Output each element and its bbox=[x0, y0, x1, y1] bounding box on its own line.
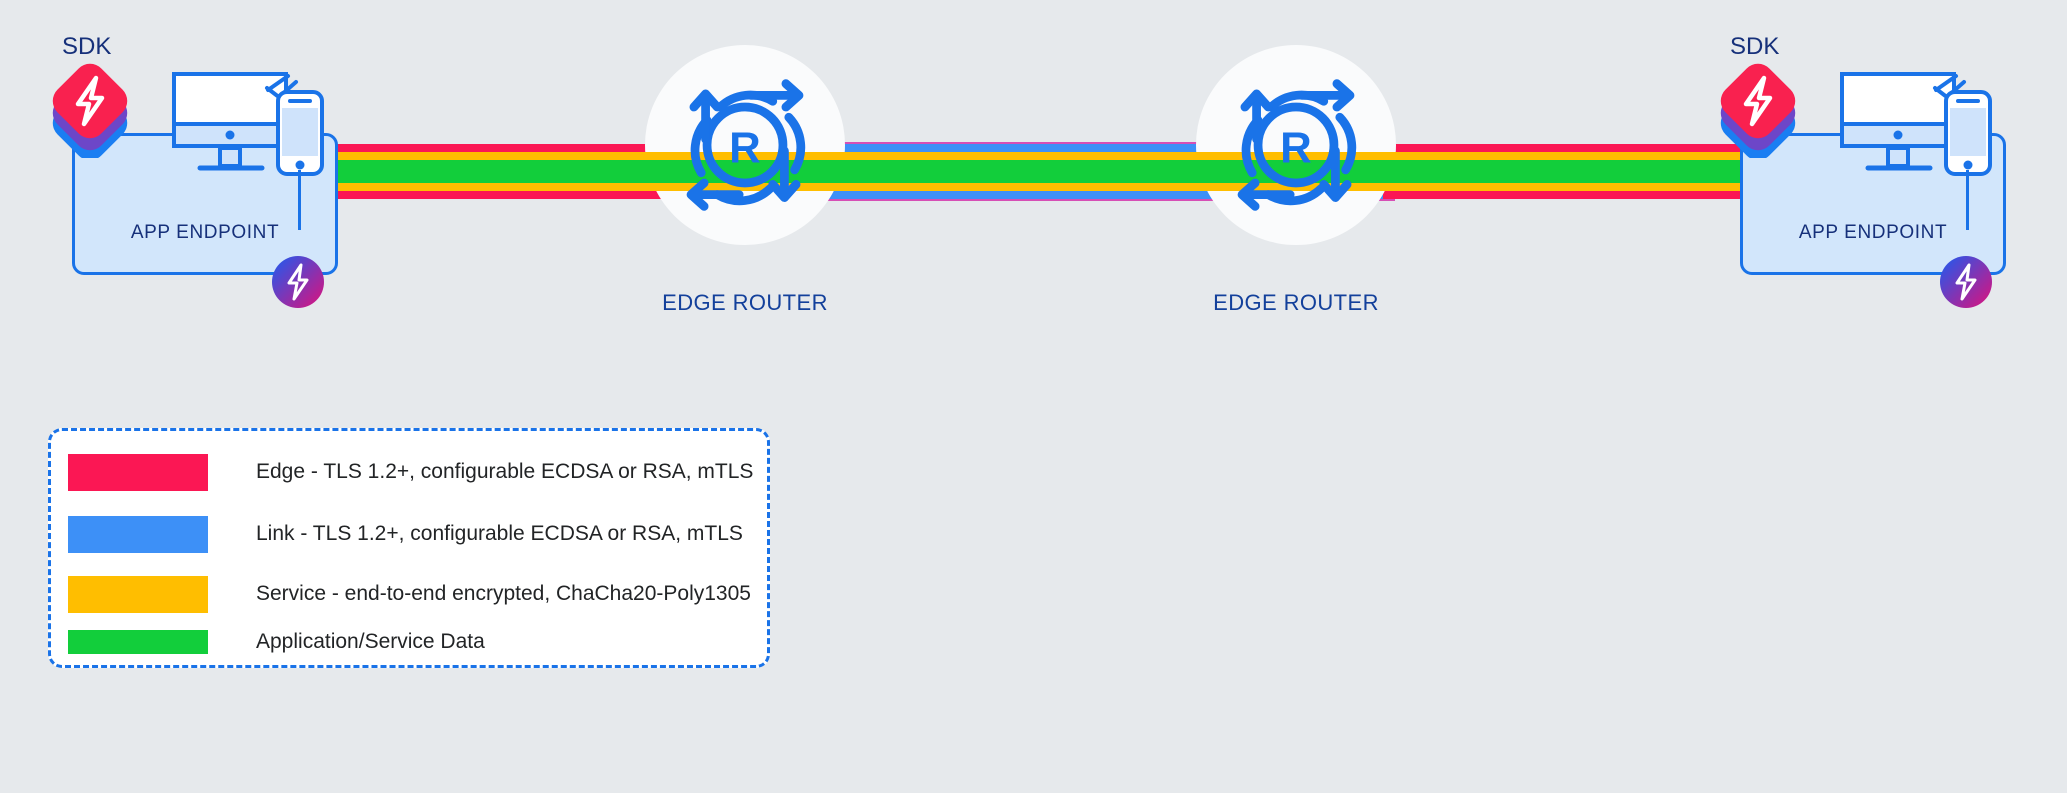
stripe-edge-bottom bbox=[258, 191, 688, 199]
stripe-service-bottom bbox=[1383, 183, 1815, 191]
stripe-service-top bbox=[1383, 152, 1815, 160]
stripe-service-top bbox=[258, 152, 688, 160]
stripe-data bbox=[1383, 160, 1815, 183]
legend-item-edge: Edge - TLS 1.2+, configurable ECDSA or R… bbox=[51, 449, 767, 495]
app-endpoint-label-right: APP ENDPOINT bbox=[1798, 222, 1948, 243]
sdk-badge-right bbox=[1940, 256, 1992, 308]
lightning-bolt-icon bbox=[1955, 263, 1977, 301]
lightning-bolt-icon bbox=[75, 75, 105, 127]
legend-label-application: Application/Service Data bbox=[256, 630, 485, 653]
link-swatch bbox=[68, 515, 208, 553]
legend-panel: Edge - TLS 1.2+, configurable ECDSA or R… bbox=[48, 428, 770, 668]
stripe-edge-bottom bbox=[1383, 191, 1815, 199]
endpoint-connector-right bbox=[1966, 170, 1969, 230]
stripe-service-top bbox=[676, 152, 1395, 160]
stripe-service-bottom bbox=[676, 183, 1395, 191]
svg-text:R: R bbox=[1280, 124, 1312, 173]
endpoint-connector-left bbox=[298, 170, 301, 230]
legend-item-application: Application/Service Data bbox=[51, 619, 767, 665]
legend-label-link: Link - TLS 1.2+, configurable ECDSA or R… bbox=[256, 522, 743, 545]
stripe-edge-top bbox=[258, 144, 688, 152]
monitor-screen-icon bbox=[172, 72, 288, 126]
legend-label-service: Service - end-to-end encrypted, ChaCha20… bbox=[256, 582, 751, 605]
sdk-icon bbox=[52, 63, 128, 158]
stripe-service-top bbox=[1196, 152, 1396, 160]
router-label-left: EDGE ROUTER bbox=[662, 290, 828, 315]
device-group-right bbox=[1838, 70, 1998, 180]
sdk-stack-left bbox=[42, 58, 142, 158]
stripe-service-top bbox=[645, 152, 845, 160]
router-icon-left: R bbox=[672, 72, 818, 218]
stripe-data bbox=[258, 160, 688, 183]
sdk-stack-right bbox=[1710, 58, 1810, 158]
device-group-left bbox=[170, 70, 330, 180]
sdk-layer-top bbox=[1720, 63, 1796, 139]
stripe-link-outline-bottom bbox=[676, 199, 1395, 201]
sdk-badge-icon bbox=[272, 256, 324, 308]
legend-label-edge: Edge - TLS 1.2+, configurable ECDSA or R… bbox=[256, 460, 754, 483]
stripe-link-outline-top bbox=[676, 142, 1395, 144]
router-icon: R bbox=[686, 79, 806, 211]
stripe-service-bottom bbox=[258, 183, 688, 191]
application-swatch bbox=[68, 630, 208, 654]
lightning-bolt-icon bbox=[1743, 75, 1773, 127]
legend-item-service: Service - end-to-end encrypted, ChaCha20… bbox=[51, 571, 767, 617]
legend-item-link: Link - TLS 1.2+, configurable ECDSA or R… bbox=[51, 511, 767, 557]
sdk-icon bbox=[1720, 63, 1796, 158]
sdk-label-right: SDK bbox=[1730, 33, 1780, 60]
router-label-right: EDGE ROUTER bbox=[1213, 290, 1379, 315]
sdk-layer-top bbox=[52, 63, 128, 139]
app-endpoint-label-left: APP ENDPOINT bbox=[130, 222, 280, 243]
router-icon-right: R bbox=[1223, 72, 1369, 218]
stripe-edge-top bbox=[1383, 144, 1815, 152]
stripe-link-bottom bbox=[676, 191, 1395, 199]
svg-text:R: R bbox=[729, 124, 761, 173]
edge-swatch bbox=[68, 453, 208, 491]
service-swatch bbox=[68, 575, 208, 613]
sdk-badge-left bbox=[272, 256, 324, 308]
router-disc-left bbox=[645, 45, 845, 245]
sdk-badge-icon bbox=[1940, 256, 1992, 308]
sdk-label-left: SDK bbox=[62, 33, 112, 60]
router-icon: R bbox=[1237, 79, 1357, 211]
monitor-screen-icon bbox=[1840, 72, 1956, 126]
stripe-link-top bbox=[676, 144, 1395, 152]
router-disc-right bbox=[1196, 45, 1396, 245]
lightning-bolt-icon bbox=[287, 263, 309, 301]
